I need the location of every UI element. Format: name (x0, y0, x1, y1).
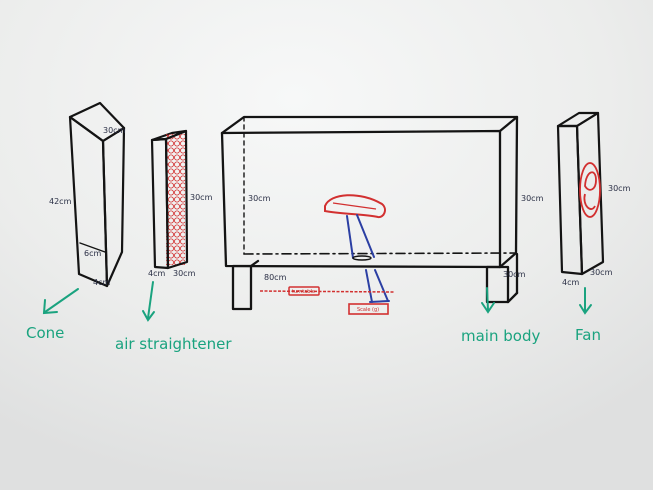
main-body-arrow (481, 287, 495, 314)
fan-label: Fan (575, 326, 601, 344)
cone-label: Cone (26, 324, 64, 342)
straightener-dim-height: 30cm (190, 193, 213, 202)
fan-dim-width: 30cm (590, 268, 613, 277)
scale-box (348, 303, 389, 315)
turntable-label: turntable (292, 289, 315, 295)
fan-arrow (579, 287, 592, 315)
main-body-sketch (220, 115, 519, 311)
cone-dim-height: 42cm (49, 197, 72, 206)
cone-dim-depth: 4cm (93, 278, 110, 287)
straightener-dim-depth: 4cm (148, 269, 165, 278)
straightener-dim-width: 30cm (173, 269, 196, 278)
cone-inner-line (79, 242, 106, 253)
main-body-dim-height-left: 30cm (248, 194, 271, 203)
cone-arrow (42, 288, 79, 315)
cone-dim-inner: 6cm (84, 249, 101, 258)
fan-sketch (556, 111, 605, 276)
cone-sketch (68, 101, 126, 288)
straightener-sketch (150, 129, 189, 270)
main-body-label: main body (461, 327, 540, 345)
turntable-rail (259, 286, 395, 296)
straightener-arrow (142, 281, 155, 322)
main-body-dim-base: 30cm (503, 270, 526, 279)
floor-hole (352, 255, 372, 261)
scale-label: Scale (g) (357, 307, 379, 313)
cone-side-face (101, 126, 126, 288)
fan-side-face (575, 111, 605, 276)
straightener-honeycomb (166, 134, 185, 265)
straightener-side-face (164, 129, 189, 270)
fan-dim-depth: 4cm (562, 278, 579, 287)
main-body-dim-length: 80cm (264, 273, 287, 282)
airfoil-support (346, 214, 390, 303)
main-body-dim-height-right: 30cm (521, 194, 544, 203)
fan-blades (579, 162, 601, 218)
main-body-back-bottom (243, 252, 517, 255)
main-body-left-leg (231, 264, 253, 311)
airfoil (324, 194, 386, 219)
main-body-right-depth (498, 115, 519, 269)
straightener-label: air straightener (115, 335, 232, 353)
fan-dim-height: 30cm (608, 184, 631, 193)
cone-dim-top: 30cm (103, 126, 126, 135)
